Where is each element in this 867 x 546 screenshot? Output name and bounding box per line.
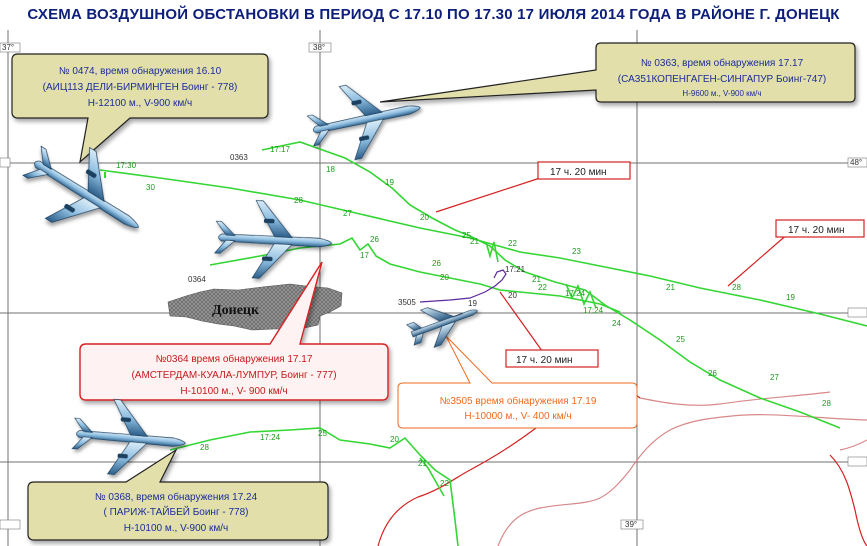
track-0368 <box>169 427 459 546</box>
track-label-27b: 27 <box>770 373 779 382</box>
track-label-26c: 26 <box>708 369 717 378</box>
track-label-23: 23 <box>572 247 581 256</box>
track-0474 <box>99 169 867 327</box>
track-label-27: 27 <box>343 209 352 218</box>
track-label-20c: 20 <box>508 291 517 300</box>
track-label-28c: 28 <box>822 399 831 408</box>
grid-label-39: 39° <box>625 520 637 529</box>
track-label-21a: 21 <box>470 237 479 246</box>
track-3505 <box>419 269 507 303</box>
track-label-18: 18 <box>326 165 335 174</box>
track-label-21b: 21 <box>666 283 675 292</box>
callout-0363-line2: (СА351КОПЕНГАГЕН-СИНГАПУР Боинг-747) <box>618 74 826 85</box>
time-pointer-lines <box>435 177 791 356</box>
callout-0364-line3: Н-10100 м., V- 900 км/ч <box>180 386 287 397</box>
airliner-icon-0368 <box>71 399 186 475</box>
callout-3505 <box>397 335 638 429</box>
time-marker-2: 17 ч. 20 мин <box>775 219 865 238</box>
track-label-24: 24 <box>612 319 621 328</box>
track-label-28a: 28 <box>732 283 741 292</box>
track-label-1730: 17:30 <box>116 161 137 170</box>
callout-0364 <box>79 261 389 401</box>
callout-0363-line1: № 0363, время обнаружения 17.17 <box>641 57 804 69</box>
track-label-21d: 21 <box>418 459 427 468</box>
track-label-26b: 26 <box>432 259 441 268</box>
track-label-19c: 19 <box>468 299 477 308</box>
callout-0474-line3: Н-12100 м., V-900 км/ч <box>88 98 193 109</box>
track-0364 <box>209 236 621 313</box>
callout-0368-line2: ( ПАРИЖ-ТАЙБЕЙ Боинг - 778) <box>104 505 249 518</box>
city-label-donetsk: Донецк <box>212 303 260 318</box>
callout-0363-line3: Н-9600 м., V-900 км/ч <box>682 89 761 98</box>
track-label-0364: 0364 <box>188 275 206 284</box>
callout-0368-line3: Н-10100 м., V-900 км/ч <box>124 523 229 534</box>
grid-labels: 37° 38° 39° 48° <box>0 42 867 530</box>
track-0363 <box>261 141 841 429</box>
callout-0364-line2: (АМСТЕРДАМ-КУАЛА-ЛУМПУР, Боинг - 777) <box>131 370 336 381</box>
track-label-25c: 25 <box>318 429 327 438</box>
grid-label-38: 38° <box>313 43 325 52</box>
callout-3505-line2: Н-10000 м., V- 400 км/ч <box>464 411 571 422</box>
time-marker-1: 17 ч. 20 мин <box>537 161 631 180</box>
track-label-26a: 26 <box>370 235 379 244</box>
callout-0368 <box>27 448 329 541</box>
track-label-28d: 28 <box>200 443 209 452</box>
callout-0474-line1: № 0474, время обнаружения 16.10 <box>59 65 222 77</box>
track-label-20b: 20 <box>440 273 449 282</box>
track-label-22d: 22 <box>440 479 449 488</box>
airliner-icon-0363 <box>306 84 421 161</box>
track-label-1721: 17:21 <box>505 265 526 274</box>
callout-0363 <box>379 42 856 103</box>
track-label-25a: 25 <box>462 231 471 240</box>
track-label-0363: 0363 <box>230 153 248 162</box>
airliner-icon-0364 <box>213 200 332 279</box>
track-label-30: 30 <box>146 183 155 192</box>
callout-0474-line2: (АИЦ113 ДЕЛИ-БИРМИНГЕН Боинг - 778) <box>43 82 238 93</box>
fighter-jet-icon-3505 <box>406 307 478 348</box>
track-label-28b: 28 <box>294 196 303 205</box>
track-label-21c: 21 <box>532 275 541 284</box>
track-label-3505: 3505 <box>398 298 416 307</box>
track-label-22b: 22 <box>538 283 547 292</box>
flight-tracks <box>99 141 867 546</box>
track-label-25b: 25 <box>676 335 685 344</box>
track-labels: 17:30 0363 17:17 18 19 20 25 21 22 23 21… <box>116 145 831 488</box>
track-label-1724b: 17:24 <box>583 306 604 315</box>
callout-3505-line1: №3505 время обнаружения 17.19 <box>440 395 597 407</box>
track-label-1724a: 17:24 <box>565 289 586 298</box>
callout-0474 <box>11 53 269 164</box>
airliner-icon-0474 <box>22 145 139 228</box>
track-label-19a: 19 <box>385 178 394 187</box>
svg-text:17 ч. 20 мин: 17 ч. 20 мин <box>788 225 845 236</box>
svg-text:17 ч. 20 мин: 17 ч. 20 мин <box>516 355 573 366</box>
track-label-1717: 17:17 <box>270 145 291 154</box>
track-label-20d: 20 <box>390 435 399 444</box>
svg-text:17 ч. 20 мин: 17 ч. 20 мин <box>550 167 607 178</box>
track-label-1724c: 17:24 <box>260 433 281 442</box>
track-label-22a: 22 <box>508 239 517 248</box>
callout-0364-line1: №0364 время обнаружения 17.17 <box>156 353 313 365</box>
grid-label-48: 48° <box>850 158 862 167</box>
track-label-1717b: 17 <box>360 251 369 260</box>
time-marker-3: 17 ч. 20 мин <box>505 349 599 368</box>
grid-label-37: 37° <box>2 43 14 52</box>
track-label-20a: 20 <box>420 213 429 222</box>
page-title: СХЕМА ВОЗДУШНОЙ ОБСТАНОВКИ В ПЕРИОД С 17… <box>0 0 867 30</box>
track-label-19b: 19 <box>786 293 795 302</box>
callout-0368-line1: № 0368, время обнаружения 17.24 <box>95 491 258 503</box>
